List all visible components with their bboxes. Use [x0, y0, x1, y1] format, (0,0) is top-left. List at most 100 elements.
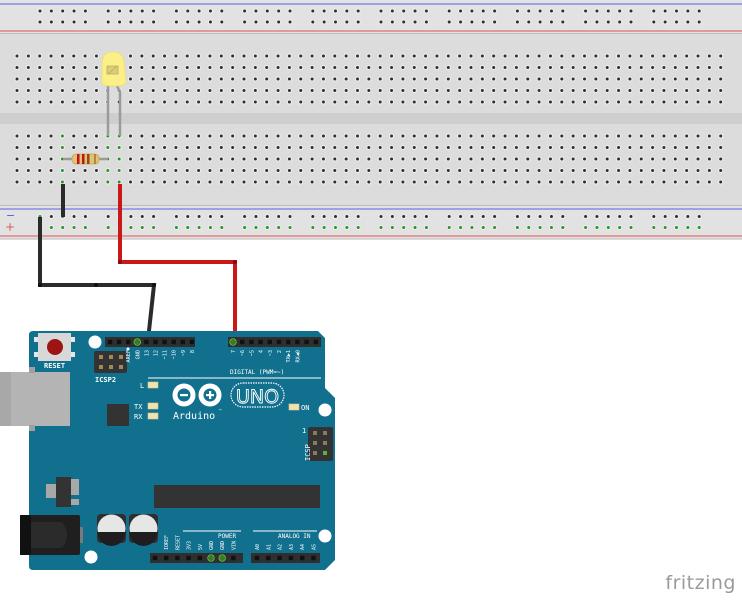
- power-pin[interactable]: [186, 555, 191, 561]
- breadboard-hole[interactable]: [185, 157, 189, 161]
- breadboard-hole[interactable]: [378, 66, 382, 69]
- rail-hole[interactable]: [83, 20, 87, 24]
- rail-hole[interactable]: [470, 20, 474, 24]
- breadboard-hole[interactable]: [526, 77, 530, 81]
- breadboard-hole[interactable]: [356, 157, 359, 161]
- rail-hole[interactable]: [618, 9, 622, 13]
- breadboard-hole[interactable]: [526, 100, 530, 104]
- breadboard-hole[interactable]: [548, 157, 552, 161]
- rail-hole[interactable]: [38, 20, 42, 24]
- breadboard-hole[interactable]: [129, 77, 132, 81]
- rail-hole[interactable]: [515, 226, 519, 229]
- breadboard-hole[interactable]: [15, 146, 19, 149]
- rail-hole[interactable]: [208, 20, 212, 24]
- digital-pin[interactable]: [286, 339, 291, 345]
- breadboard-hole[interactable]: [367, 169, 371, 172]
- rail-hole[interactable]: [538, 9, 542, 13]
- breadboard-hole[interactable]: [163, 134, 167, 138]
- digital-pin[interactable]: [276, 339, 282, 345]
- rail-hole[interactable]: [243, 226, 247, 229]
- breadboard-hole[interactable]: [503, 134, 507, 138]
- breadboard-hole[interactable]: [60, 66, 64, 69]
- breadboard-hole[interactable]: [617, 146, 621, 149]
- breadboard-hole[interactable]: [310, 157, 314, 161]
- breadboard-hole[interactable]: [83, 134, 87, 138]
- breadboard-hole[interactable]: [310, 180, 314, 184]
- breadboard-hole[interactable]: [424, 169, 428, 172]
- breadboard-hole[interactable]: [707, 169, 711, 172]
- breadboard-hole[interactable]: [83, 169, 87, 172]
- breadboard-hole[interactable]: [94, 89, 98, 92]
- breadboard-hole[interactable]: [673, 54, 677, 58]
- breadboard-hole[interactable]: [174, 77, 178, 81]
- rail-hole[interactable]: [243, 20, 247, 24]
- breadboard-hole[interactable]: [208, 54, 212, 58]
- breadboard-hole[interactable]: [651, 89, 655, 92]
- breadboard-hole[interactable]: [367, 100, 371, 104]
- rail-hole[interactable]: [106, 20, 110, 24]
- rail-hole[interactable]: [561, 20, 565, 24]
- breadboard-hole[interactable]: [696, 100, 700, 104]
- rail-hole[interactable]: [481, 215, 485, 218]
- rail-hole[interactable]: [254, 215, 258, 218]
- breadboard-hole[interactable]: [83, 66, 87, 69]
- rail-hole[interactable]: [322, 226, 326, 229]
- breadboard-hole[interactable]: [424, 77, 428, 81]
- digital-pin[interactable]: [258, 339, 263, 345]
- breadboard-hole[interactable]: [83, 100, 87, 104]
- breadboard-hole[interactable]: [276, 146, 280, 149]
- breadboard-hole[interactable]: [469, 146, 473, 149]
- breadboard-hole[interactable]: [390, 169, 394, 172]
- breadboard-hole[interactable]: [469, 66, 473, 69]
- breadboard-hole[interactable]: [560, 180, 564, 184]
- breadboard-hole[interactable]: [446, 77, 450, 81]
- rail-hole[interactable]: [527, 9, 531, 13]
- breadboard-hole[interactable]: [356, 66, 359, 69]
- breadboard-hole[interactable]: [696, 146, 700, 149]
- digital-pin[interactable]: [126, 339, 131, 345]
- breadboard-hole[interactable]: [469, 169, 473, 172]
- rail-hole[interactable]: [129, 226, 133, 229]
- breadboard-hole[interactable]: [276, 54, 280, 58]
- breadboard-hole[interactable]: [378, 180, 382, 184]
- breadboard-hole[interactable]: [571, 77, 575, 81]
- breadboard-hole[interactable]: [435, 54, 439, 58]
- breadboard-hole[interactable]: [72, 66, 76, 69]
- rail-hole[interactable]: [288, 226, 292, 229]
- breadboard-hole[interactable]: [390, 157, 394, 161]
- breadboard-hole[interactable]: [219, 146, 223, 149]
- breadboard-hole[interactable]: [276, 180, 280, 184]
- breadboard-hole[interactable]: [185, 134, 189, 138]
- rail-hole[interactable]: [243, 215, 247, 218]
- breadboard-hole[interactable]: [673, 134, 677, 138]
- breadboard-hole[interactable]: [94, 134, 98, 138]
- rail-hole[interactable]: [493, 20, 497, 24]
- breadboard-hole[interactable]: [571, 146, 575, 149]
- rail-hole[interactable]: [584, 9, 588, 13]
- digital-pin[interactable]: [267, 339, 272, 345]
- breadboard-hole[interactable]: [333, 169, 337, 172]
- breadboard-hole[interactable]: [605, 169, 609, 172]
- breadboard-hole[interactable]: [231, 77, 235, 81]
- breadboard-hole[interactable]: [151, 54, 155, 58]
- breadboard-hole[interactable]: [662, 77, 666, 81]
- breadboard-hole[interactable]: [560, 169, 564, 172]
- breadboard-hole[interactable]: [435, 169, 439, 172]
- breadboard-hole[interactable]: [219, 157, 223, 161]
- rail-hole[interactable]: [515, 9, 519, 13]
- breadboard-hole[interactable]: [38, 169, 42, 172]
- breadboard-hole[interactable]: [163, 146, 167, 149]
- breadboard-hole[interactable]: [38, 157, 42, 161]
- breadboard-hole[interactable]: [174, 146, 178, 149]
- power-pin[interactable]: [152, 555, 158, 561]
- breadboard-hole[interactable]: [333, 66, 337, 69]
- rail-hole[interactable]: [402, 215, 406, 218]
- breadboard-hole[interactable]: [605, 180, 609, 184]
- rail-hole[interactable]: [697, 215, 701, 218]
- rail-hole[interactable]: [129, 215, 133, 218]
- breadboard-hole[interactable]: [356, 180, 359, 184]
- breadboard-hole[interactable]: [412, 89, 416, 92]
- rail-hole[interactable]: [595, 9, 599, 13]
- resistor[interactable]: [63, 153, 108, 165]
- breadboard-hole[interactable]: [276, 89, 280, 92]
